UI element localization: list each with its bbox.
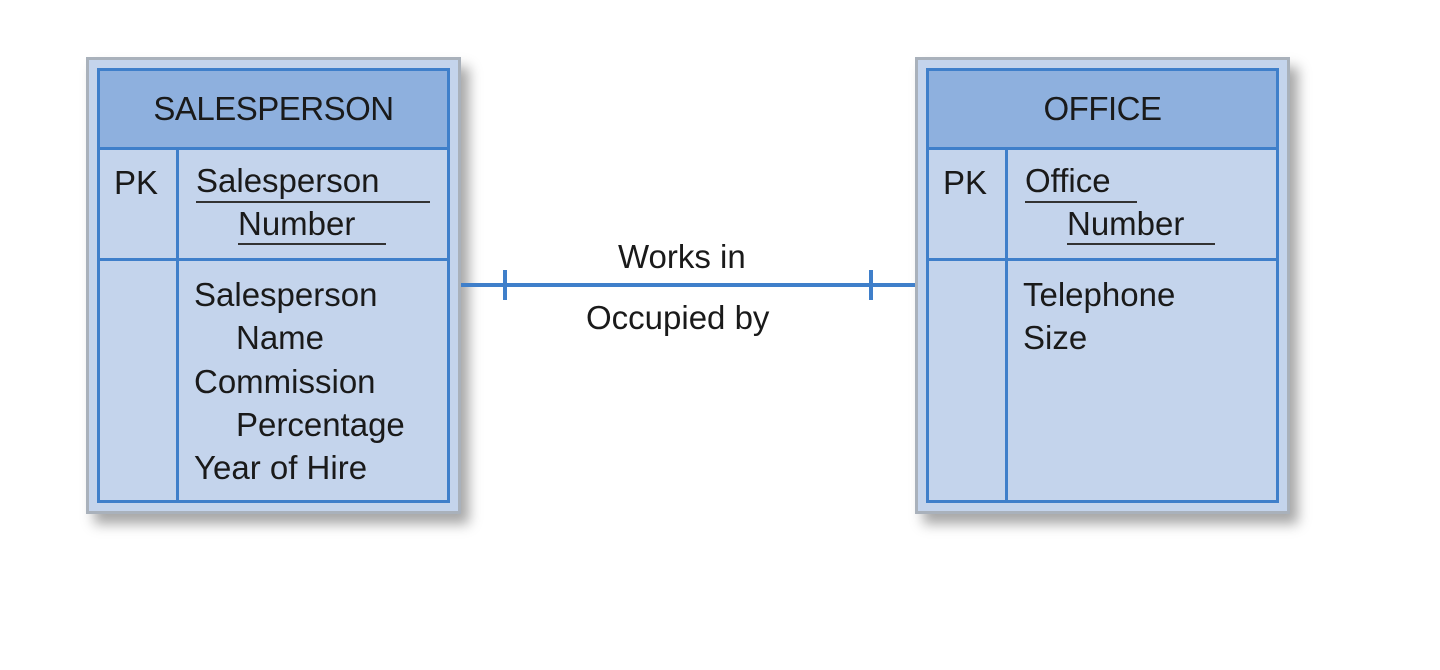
office-pk-line-1: Office [1025,162,1111,199]
salesperson-pk-underline-2 [238,243,386,245]
salesperson-pk-underline-1 [196,201,430,203]
salesperson-attr-line: Salesperson [194,276,378,313]
office-pk-row: PK Office Number [929,150,1276,261]
office-pk-underline-1 [1025,201,1137,203]
office-attr-line: Size [1023,319,1088,356]
salesperson-attr-line: Commission [194,363,376,400]
relationship-forward-label: Works in [618,238,746,275]
office-pk-line-2: Number [1067,205,1185,242]
office-attributes: Telephone Size [929,261,1276,500]
office-pk-underline-2 [1067,243,1215,245]
salesperson-attr-line: Name [236,319,325,356]
relationship-reverse-label: Occupied by [586,299,770,336]
salesperson-pk-line-2: Number [238,205,356,242]
entity-office: OFFICE PK Office Number Telephone Size [915,57,1290,514]
salesperson-pk-line-1: Salesperson [196,162,380,199]
entity-salesperson: SALESPERSON PK Salesperson Number Salesp… [86,57,461,514]
salesperson-column-divider [176,150,179,500]
entity-salesperson-title: SALESPERSON [100,71,447,150]
salesperson-pk-label: PK [114,164,159,201]
office-attr-line: Telephone [1023,276,1176,313]
salesperson-attributes: Salesperson Name Commission Percentage Y… [100,261,447,500]
entity-office-frame: OFFICE PK Office Number Telephone Size [926,68,1279,503]
office-pk-label: PK [943,164,988,201]
salesperson-attr-line: Year of Hire [194,449,368,486]
office-column-divider [1005,150,1008,500]
salesperson-attr-line: Percentage [236,406,405,443]
entity-salesperson-frame: SALESPERSON PK Salesperson Number Salesp… [97,68,450,503]
salesperson-pk-row: PK Salesperson Number [100,150,447,261]
entity-office-title: OFFICE [929,71,1276,150]
